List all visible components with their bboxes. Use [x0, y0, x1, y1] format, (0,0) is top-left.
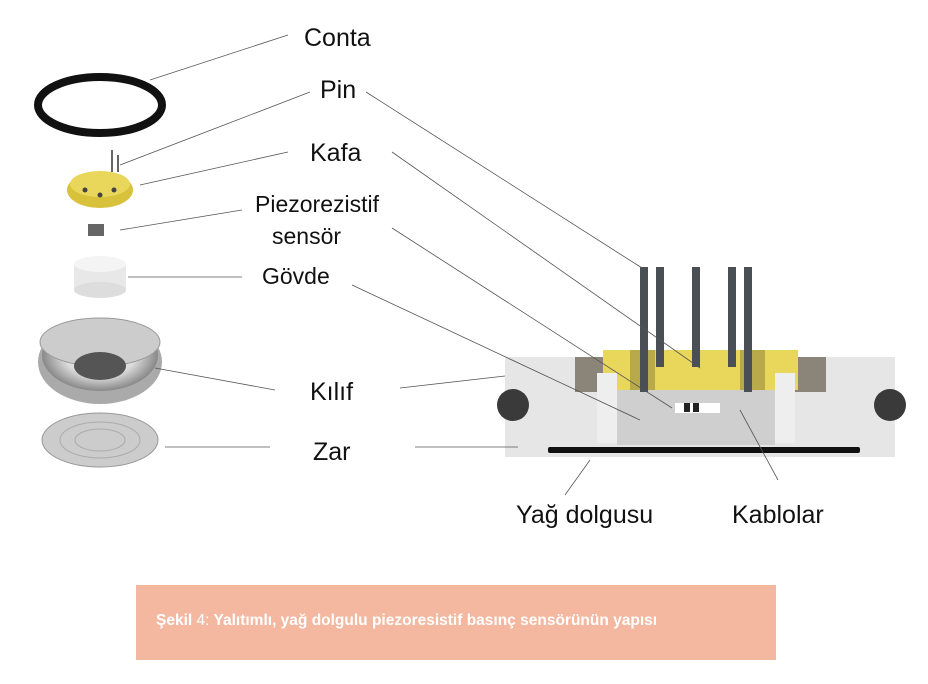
piezo-chip: [88, 224, 104, 236]
label-kafa: Kafa: [310, 139, 362, 167]
label-yag-dolgusu: Yağ dolgusu: [516, 501, 654, 529]
membrane-part: [41, 412, 159, 468]
label-kablolar: Kablolar: [732, 501, 824, 529]
label-kilif: Kılıf: [310, 378, 354, 406]
cross-section: [497, 267, 906, 457]
label-zar: Zar: [313, 438, 351, 466]
caption-text: Şekil 4: Yalıtımlı, yağ dolgulu piezores…: [156, 612, 657, 630]
label-piezo-line1: Piezorezistif: [255, 191, 379, 217]
label-conta: Conta: [304, 24, 371, 52]
label-piezo-line2: sensör: [272, 223, 342, 249]
pin-head-part: [67, 150, 133, 208]
figure-caption: Şekil 4: Yalıtımlı, yağ dolgulu piezores…: [136, 585, 776, 660]
body-part: [74, 256, 126, 298]
label-pin: Pin: [320, 76, 357, 104]
label-govde: Gövde: [262, 263, 330, 289]
leader-lines: [119, 34, 779, 496]
caption-prefix: Şekil: [156, 612, 193, 629]
caption-body: Yalıtımlı, yağ dolgulu piezoresistif bas…: [213, 612, 658, 629]
caption-number: 4:: [196, 612, 210, 629]
housing-part: [38, 317, 162, 404]
seal-ring: [34, 73, 166, 137]
